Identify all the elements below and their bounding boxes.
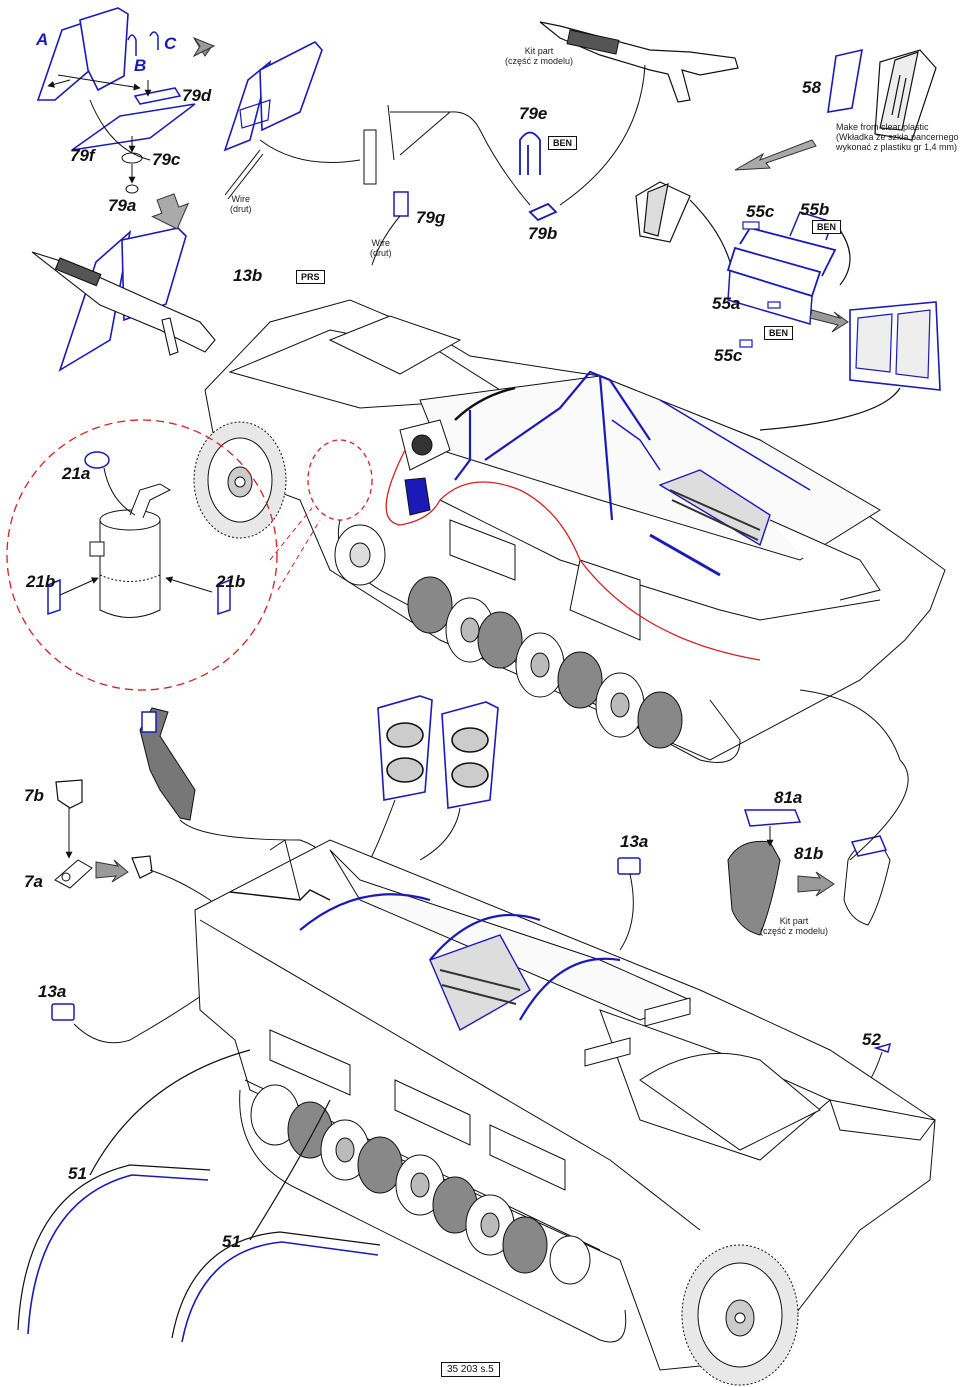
label-81b: 81b [794,844,824,863]
front-wheel-upper [193,421,287,539]
label-21a: 21a [62,464,91,483]
label-51-bottom: 51 [222,1232,241,1251]
note-kit-part-bottom: Kit part(część z modelu) [760,916,829,936]
fenders-51 [17,1049,381,1343]
label-55c-top: 55c [746,202,775,221]
front-wheel-lower [681,1244,799,1386]
glass-block-58 [827,48,937,141]
pipe-part [139,707,341,881]
label-7b: 7b [24,786,44,805]
tag-ben-79e: BEN [548,136,578,150]
label-55c-bottom: 55c [714,346,743,365]
note-kit-part-top: Kit part(część z modelu) [505,46,574,66]
label-79g: 79g [416,208,446,227]
label-79e: 79e [519,104,548,123]
tag-ben-55a: BEN [764,326,794,340]
label-79d: 79d [182,86,212,105]
label-79b: 79b [528,224,558,243]
note-wire-1: Wire(drut) [230,194,252,214]
windscreen-assembly-55 [635,181,941,431]
parts-81 [727,689,909,936]
vehicle-upper [204,299,946,761]
label-79c: 79c [152,150,181,169]
machine-gun-shield-left [31,227,216,372]
shield-assembly-79 [36,7,196,194]
page-footer: 35 203 s.5 [441,1362,500,1377]
arrow-icon [797,871,835,897]
muffler-callout [6,419,373,691]
label-58: 58 [802,78,821,97]
label-81a: 81a [774,788,803,807]
ammo-boxes [369,695,499,861]
label-79f: 79f [70,146,95,165]
label-a: A [36,30,49,49]
note-wire-2: Wire(drut) [370,238,392,258]
shield-assembly-2 [223,41,361,200]
label-55a: 55a [712,294,741,313]
label-13a-left: 13a [38,982,67,1001]
track-lower [239,1084,627,1343]
label-21b-right: 21b [216,572,246,591]
arrow-icon [95,859,129,883]
label-79a: 79a [108,196,137,215]
label-13b: 13b [233,266,263,285]
arrow-icon [734,139,817,171]
arrow-icon [809,309,849,333]
label-c: C [164,34,177,53]
track-upper [334,519,741,763]
bracket-79g [363,104,531,266]
part-13a-mid [617,857,641,951]
arrow-icon [151,193,190,230]
machine-gun-top [539,21,739,206]
vehicle-lower [194,839,936,1371]
note-clear-plastic: Make from clear plastic(Wkładka ze szkła… [836,122,959,152]
part-79e [519,131,558,222]
label-51-top: 51 [68,1164,87,1183]
label-b: B [134,56,147,75]
tag-ben-55b: BEN [812,220,842,234]
label-13a-mid: 13a [620,832,649,851]
label-21b-left: 21b [26,572,56,591]
label-55b: 55b [800,200,830,219]
tag-prs-13b: PRS [296,270,325,284]
label-7a: 7a [24,872,43,891]
label-52: 52 [862,1030,881,1049]
